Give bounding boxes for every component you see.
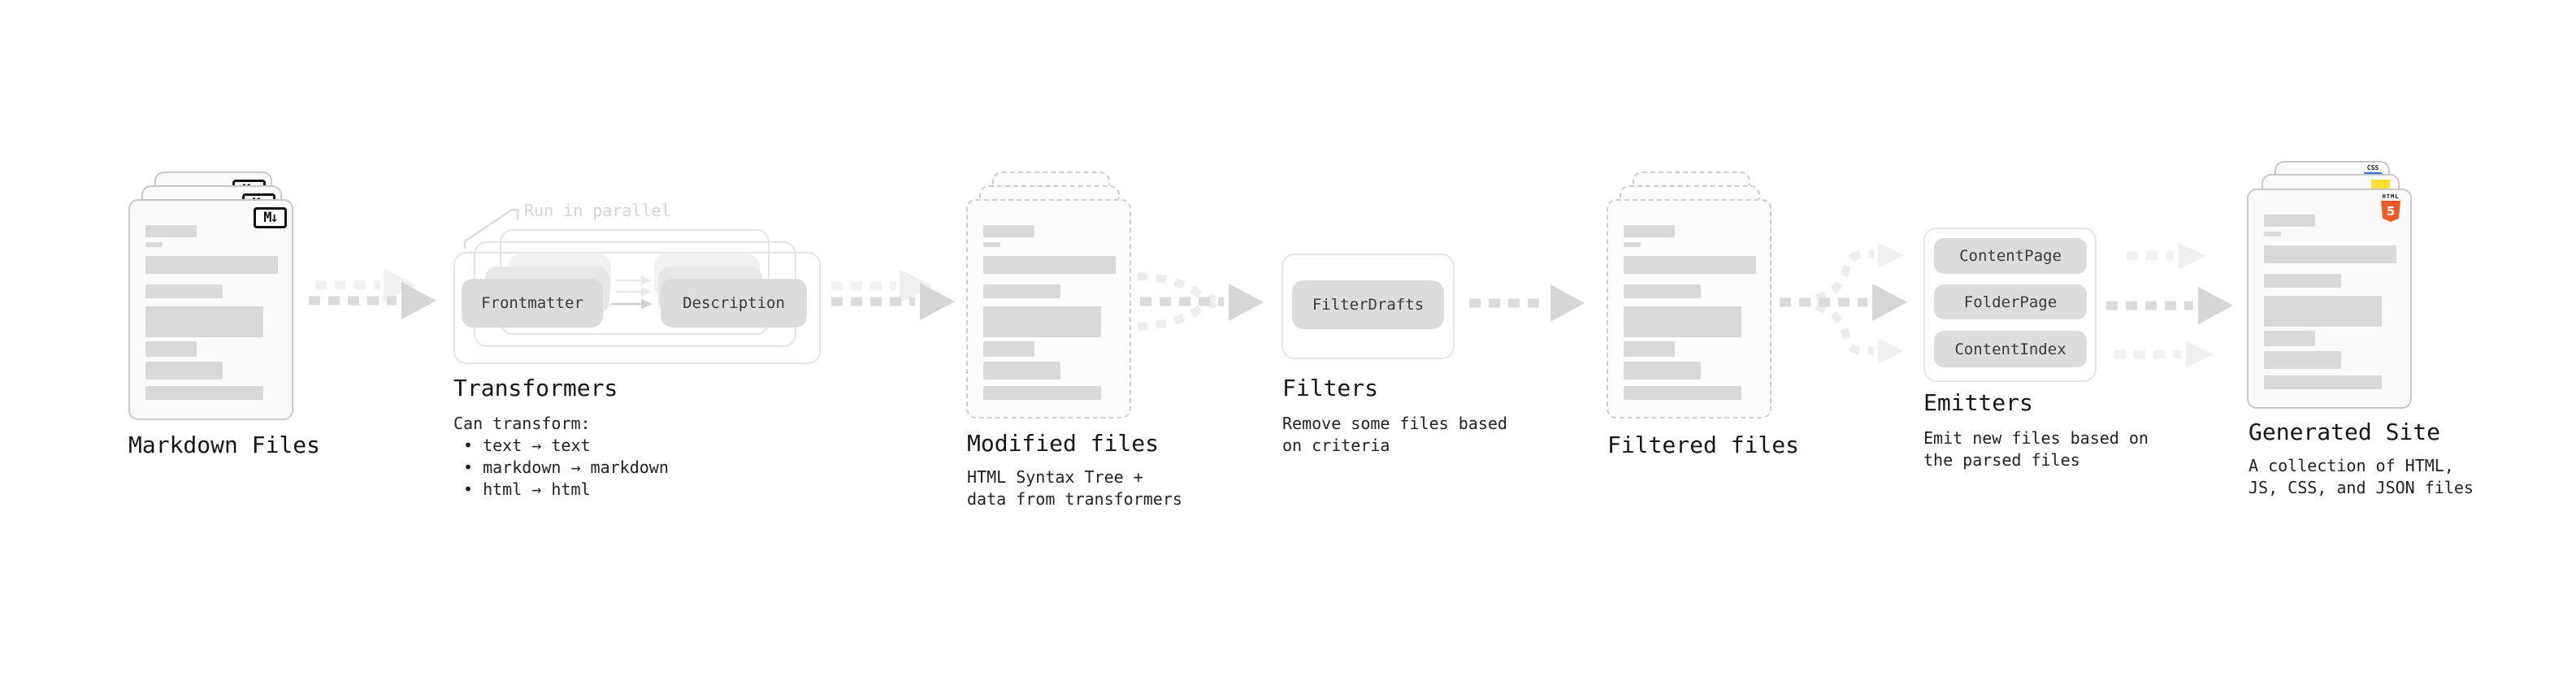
stage-title-filtered-files: Filtered files (1607, 432, 1800, 458)
stage-title-emitters: Emitters (1923, 389, 2033, 416)
css-icon-bar (2364, 172, 2382, 175)
text-line-placeholder (2264, 232, 2281, 236)
text-line-placeholder (983, 225, 1034, 237)
emitters-desc-line: the parsed files (1923, 450, 2080, 470)
plugin-filterdrafts: FilterDrafts (1292, 280, 1444, 329)
text-line-placeholder (2264, 215, 2315, 227)
site-doc-front: HTML 5 (2247, 189, 2412, 409)
text-line-placeholder (983, 256, 1116, 274)
plugin-contentindex: ContentIndex (1934, 331, 2087, 367)
modified-desc-line: data from transformers (967, 489, 1182, 509)
filtered-doc-front (1607, 199, 1772, 419)
filters-desc-line: on criteria (1282, 436, 1390, 455)
arrow-modified-to-filters-merge (1137, 272, 1264, 331)
text-line-placeholder (1624, 225, 1675, 237)
transformers-bullet: • text → text (463, 436, 591, 455)
text-line-placeholder (1624, 386, 1741, 400)
html5-icon-label: HTML (2382, 193, 2400, 200)
plugin-label: Frontmatter (481, 294, 583, 312)
plugin-contentpage: ContentPage (1934, 238, 2087, 274)
plugin-label: Description (683, 294, 785, 312)
plugin-label: ContentIndex (1954, 340, 2066, 358)
emitters-desc-line: Emit new files based on (1923, 428, 2149, 448)
css-icon: CSS (2364, 165, 2382, 175)
stage-title-transformers: Transformers (453, 375, 618, 401)
text-line-placeholder (983, 386, 1101, 400)
transformers-frame-front (453, 252, 821, 364)
arrow-filters-to-filtered (1469, 284, 1585, 322)
text-line-placeholder (1624, 284, 1701, 298)
text-line-placeholder (2264, 245, 2396, 263)
stage-title-generated-site: Generated Site (2249, 419, 2441, 445)
plugin-folderpage: FolderPage (1934, 284, 2087, 319)
text-line-placeholder (983, 306, 1101, 337)
text-line-placeholder (1624, 341, 1675, 357)
text-line-placeholder (2264, 375, 2382, 389)
plugin-label: ContentPage (1959, 247, 2062, 265)
text-line-placeholder (1624, 362, 1701, 380)
plugin-description: Description (661, 279, 807, 327)
html5-icon: HTML 5 (2380, 193, 2401, 222)
site-desc-line: JS, CSS, and JSON files (2249, 478, 2474, 497)
transformers-bullet: • markdown → markdown (463, 458, 669, 477)
parallel-note: Run in parallel (524, 201, 671, 220)
filters-frame (1281, 254, 1455, 359)
text-line-placeholder (2264, 296, 2382, 327)
text-line-placeholder (145, 225, 197, 237)
markdown-doc-front: M↓ (128, 199, 293, 420)
javascript-icon (2371, 180, 2390, 190)
emitters-frame (1923, 228, 2097, 382)
text-line-placeholder (1624, 242, 1641, 247)
text-line-placeholder (145, 256, 278, 274)
text-line-placeholder (145, 242, 163, 247)
site-desc-line: A collection of HTML, (2249, 456, 2454, 475)
text-line-placeholder (2264, 274, 2341, 288)
arrow-markdown-to-transformers (309, 268, 436, 319)
text-line-placeholder (145, 284, 223, 298)
plugin-frontmatter: Frontmatter (462, 279, 603, 327)
text-line-placeholder (983, 242, 1000, 247)
markdown-icon: M↓ (254, 207, 287, 228)
text-line-placeholder (1624, 256, 1756, 274)
stage-title-markdown-files: Markdown Files (128, 432, 321, 458)
plugin-label: FolderPage (1963, 293, 2058, 311)
text-line-placeholder (145, 362, 223, 380)
transformers-desc-heading: Can transform: (453, 414, 591, 433)
text-line-placeholder (1624, 306, 1741, 337)
arrow-filtered-to-emitters-fanout (1780, 243, 1907, 364)
css-icon-label: CSS (2366, 164, 2379, 171)
filters-desc-line: Remove some files based (1282, 414, 1507, 433)
arrow-emitters-to-site (2106, 243, 2233, 367)
stage-title-filters: Filters (1282, 375, 1379, 401)
text-line-placeholder (983, 362, 1060, 380)
modified-desc-line: HTML Syntax Tree + (967, 467, 1143, 487)
html5-shield: 5 (2381, 201, 2400, 222)
callout-line (463, 208, 519, 249)
plugin-label: FilterDrafts (1312, 296, 1425, 314)
transformers-bullet: • html → html (463, 479, 591, 499)
text-line-placeholder (145, 306, 263, 337)
text-line-placeholder (2264, 351, 2341, 369)
arrow-transformers-to-modified (831, 269, 955, 320)
text-line-placeholder (145, 386, 263, 400)
text-line-placeholder (983, 341, 1034, 357)
text-line-placeholder (983, 284, 1060, 298)
text-line-placeholder (145, 341, 197, 357)
stage-title-modified-files: Modified files (967, 430, 1160, 457)
plugin-flow-arrows (611, 275, 653, 309)
text-line-placeholder (2264, 331, 2315, 346)
modified-doc-front (966, 199, 1131, 419)
